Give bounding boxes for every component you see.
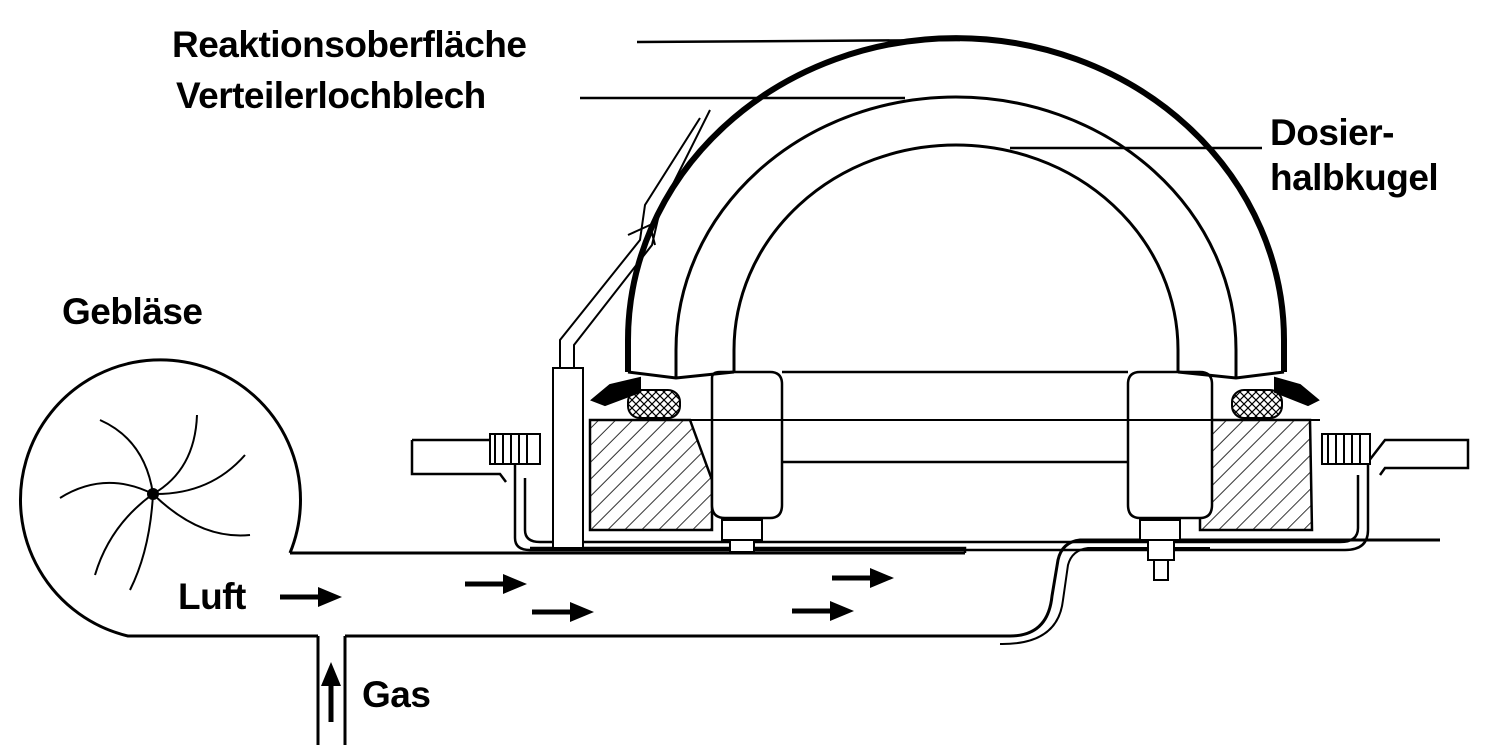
reaktionsoberflaeche-leader — [636, 38, 961, 44]
burner-ring-left — [588, 418, 714, 532]
air-flow-arrow — [832, 568, 894, 588]
leader-lines — [580, 38, 1262, 150]
inner-ring-boxes — [710, 370, 1214, 520]
impeller-hub — [147, 488, 159, 500]
burner-ring-right — [1198, 418, 1314, 532]
flow-arrows — [280, 568, 894, 722]
air-duct — [290, 538, 1440, 646]
air-flow-arrow — [792, 601, 854, 621]
label-dosierhalbkugel: Dosier- halbkugel — [1270, 110, 1439, 200]
blower-housing — [19, 358, 318, 638]
verteilerlochblech-shell — [674, 95, 1238, 378]
dosierhalbkugel-shell — [732, 143, 1180, 372]
flange-screws — [489, 433, 1371, 465]
shell-feet — [627, 370, 1285, 380]
gas-inlet-pipe — [316, 636, 347, 745]
gaskets — [590, 376, 1320, 421]
center-bolts — [721, 519, 1181, 581]
air-flow-arrow — [532, 602, 594, 622]
blower-impeller — [59, 414, 251, 591]
label-reaktionsoberflaeche: Reaktionsoberfläche — [172, 24, 527, 65]
label-gas: Gas — [362, 674, 431, 715]
air-flow-arrow — [465, 574, 527, 594]
igniter-electrode — [552, 109, 711, 549]
label-geblaese: Gebläse — [62, 291, 203, 332]
label-verteilerlochblech: Verteilerlochblech — [176, 75, 486, 116]
label-dosierhalbkugel-line2: halbkugel — [1270, 157, 1439, 199]
luft-arrow — [280, 587, 342, 607]
gas-arrow — [321, 662, 341, 722]
label-luft: Luft — [178, 576, 246, 617]
label-dosierhalbkugel-line1: Dosier- — [1270, 112, 1394, 153]
